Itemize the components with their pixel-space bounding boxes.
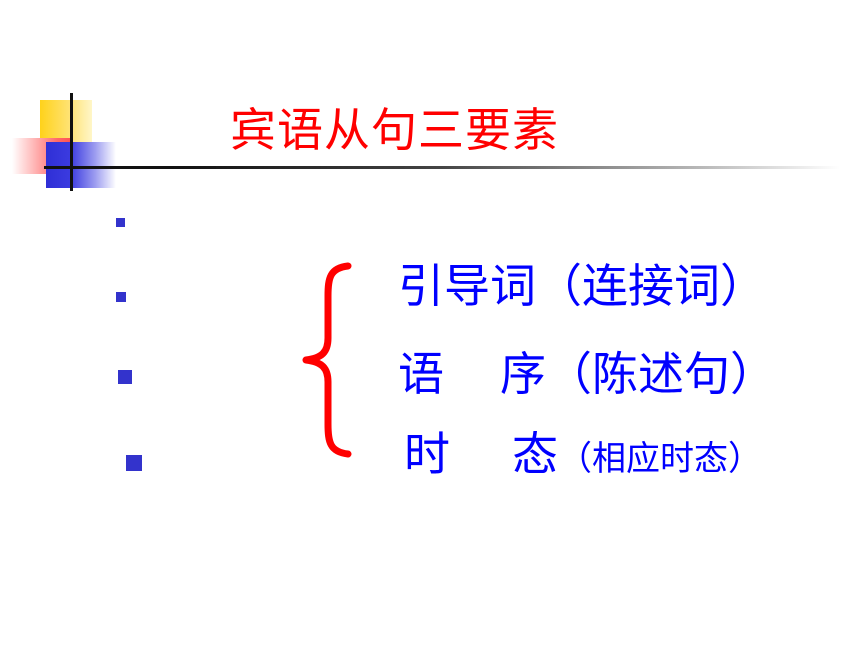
element-word-order: 语 序（陈述句）	[398, 344, 776, 404]
bullet-marker	[118, 370, 132, 384]
bullet-marker	[116, 218, 125, 227]
decor-vertical-line	[70, 93, 73, 191]
element-guide-word: 引导词（连接词）	[398, 256, 766, 316]
bullet-marker	[126, 455, 142, 471]
decor-horizontal-line	[44, 166, 174, 169]
item-text-part1: 语	[398, 347, 444, 401]
bullet-marker	[116, 292, 126, 302]
element-tense: 时 态（相应时态）	[404, 424, 762, 489]
item-text-paren: （相应时态）	[558, 439, 762, 479]
item-text-part1: 时	[404, 427, 450, 481]
decor-blue-bar	[46, 142, 116, 188]
curly-brace-icon	[302, 262, 352, 458]
item-text-part2: 序（陈述句）	[500, 347, 776, 401]
slide-title: 宾语从句三要素	[230, 103, 559, 157]
item-text-part2: 态	[512, 427, 558, 481]
item-text: 引导词（连接词）	[398, 259, 766, 313]
title-underline-rule	[172, 166, 840, 169]
